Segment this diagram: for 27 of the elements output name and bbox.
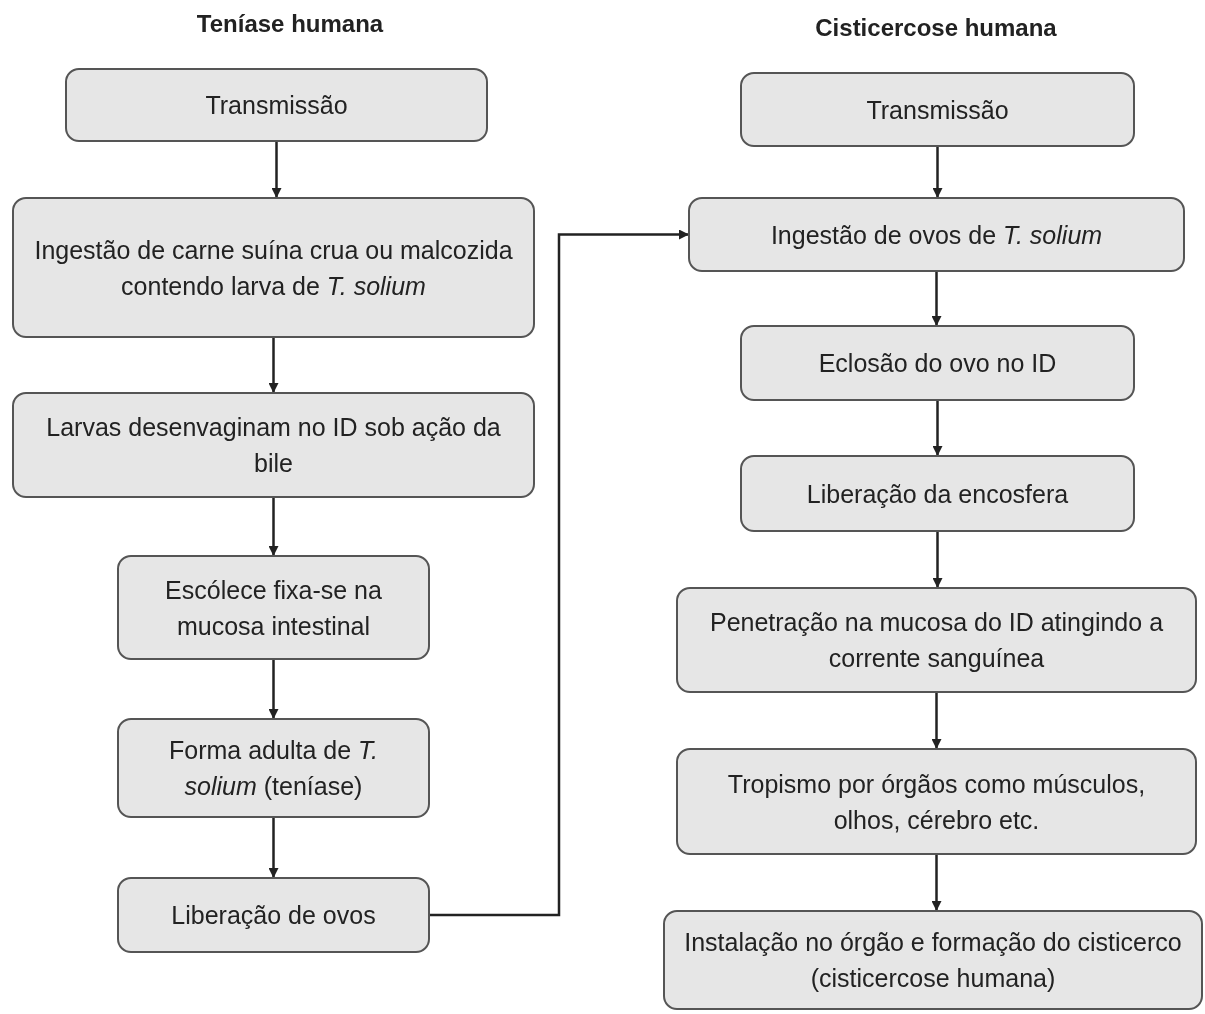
process-box: Ingestão de carne suína crua ou malcozida contendo larva de T. solium (12, 197, 535, 338)
process-box: Penetração na mucosa do ID atingindo a corrente sanguínea (676, 587, 1197, 693)
arrow (268, 818, 279, 878)
process-box: Tropismo por órgãos como músculos, olhos, cérebro etc. (676, 748, 1197, 855)
process-box: Ingestão de ovos de T. solium (688, 197, 1185, 272)
column-heading: Cisticercose humana (815, 13, 1057, 43)
arrow (268, 498, 279, 556)
process-box: Forma adulta de T. solium (teníase) (117, 718, 430, 818)
process-box: Transmissão (65, 68, 488, 142)
column-heading: Teníase humana (196, 9, 384, 39)
process-box: Transmissão (740, 72, 1135, 147)
arrow (430, 229, 689, 917)
arrow (931, 693, 942, 749)
arrow (271, 142, 282, 198)
arrow (931, 272, 942, 326)
process-box: Escólece fixa-se na mucosa intestinal (117, 555, 430, 660)
arrow (268, 660, 279, 719)
arrow (932, 147, 943, 198)
process-box: Liberação da encosfera (740, 455, 1135, 532)
process-box: Larvas desenvaginam no ID sob ação da bile (12, 392, 535, 498)
arrow (268, 338, 279, 393)
arrow (931, 855, 942, 911)
arrow (932, 532, 943, 588)
arrow (932, 401, 943, 456)
process-box: Eclosão do ovo no ID (740, 325, 1135, 401)
process-box: Liberação de ovos (117, 877, 430, 953)
process-box: Instalação no órgão e formação do cisticerco (cisticercose humana) (663, 910, 1203, 1010)
